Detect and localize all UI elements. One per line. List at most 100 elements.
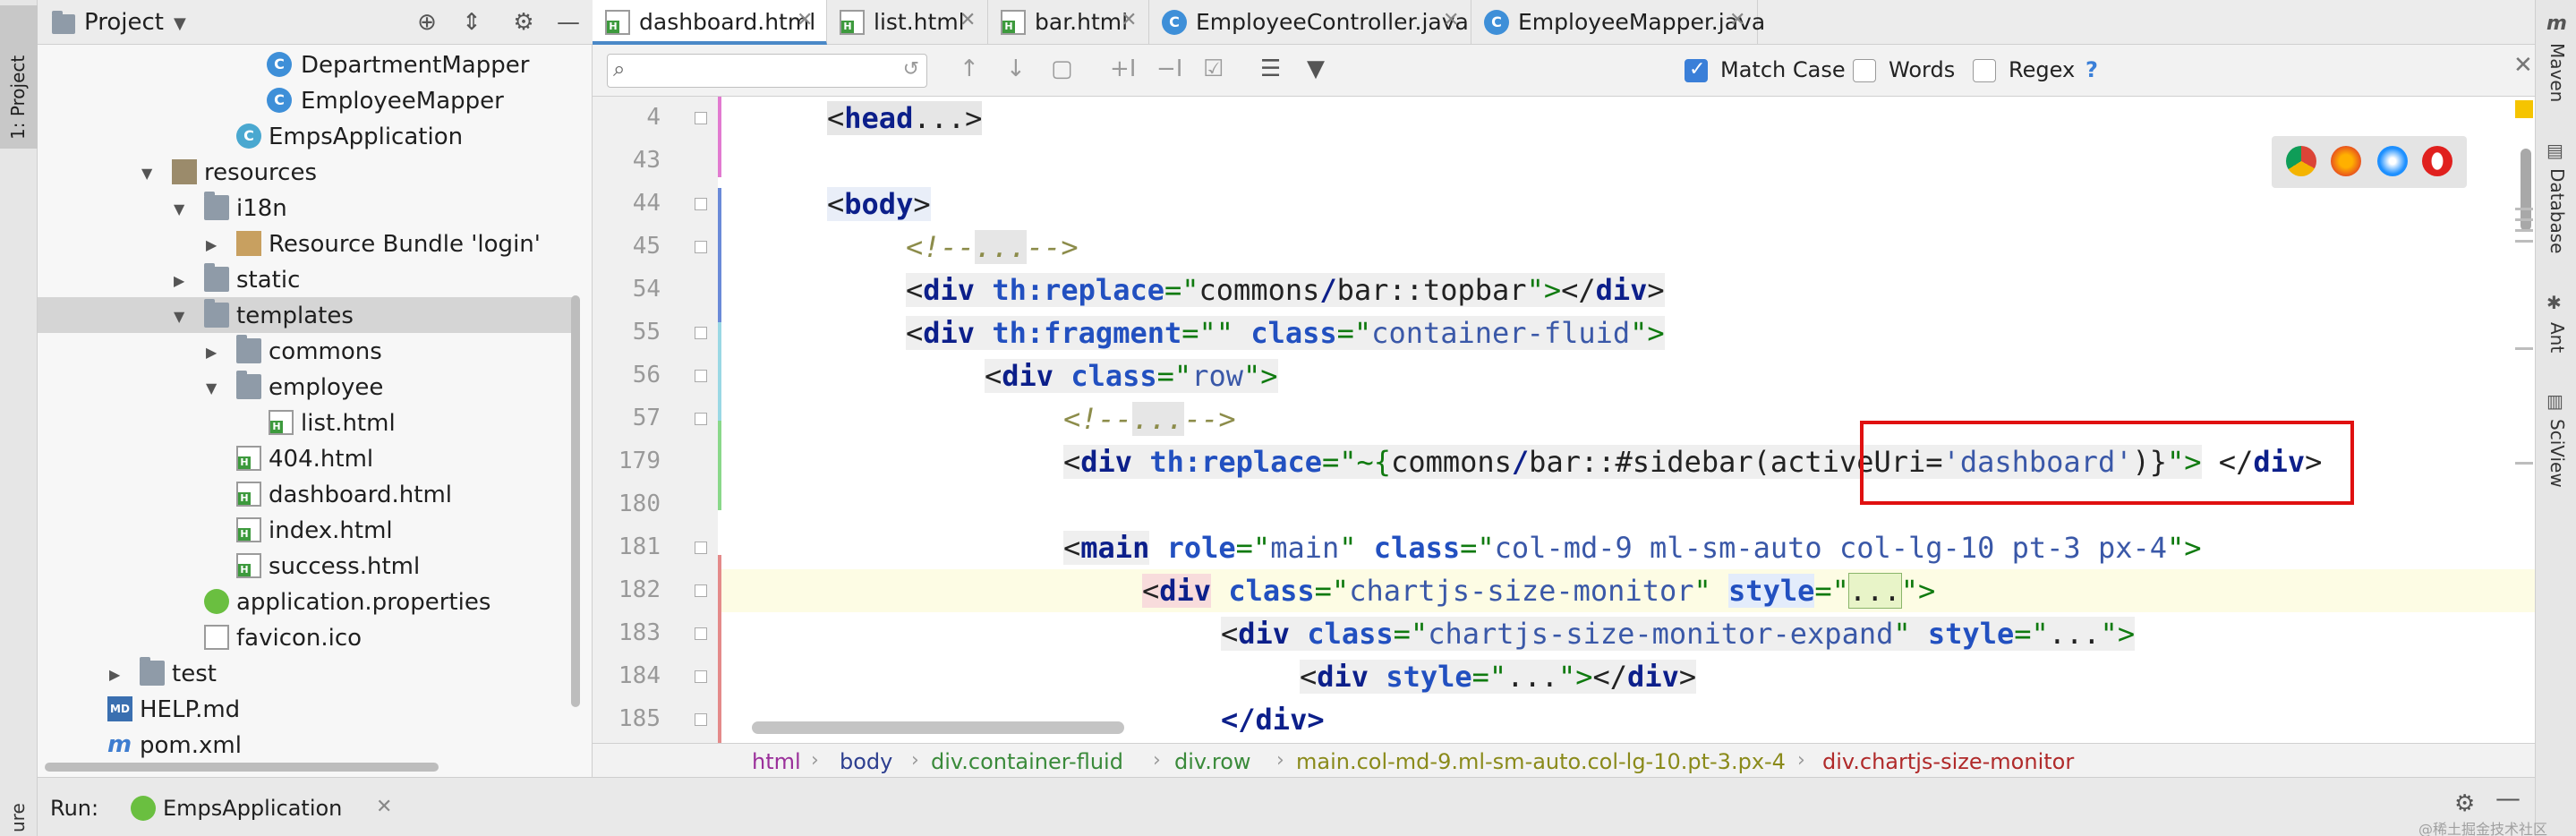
chevron-down-icon[interactable]: ▼ [206, 380, 218, 397]
ant-icon[interactable]: ✱ [2546, 292, 2562, 313]
tree-item[interactable]: ▶ static [38, 261, 575, 297]
close-icon[interactable]: ✕ [1121, 9, 1138, 31]
maven-tab[interactable]: Maven [2546, 43, 2568, 103]
database-tab[interactable]: Database [2546, 168, 2568, 254]
close-icon[interactable]: ✕ [960, 9, 977, 31]
tree-item[interactable]: C EmployeeMapper [38, 82, 575, 118]
breadcrumb-item[interactable]: html [752, 749, 801, 774]
chrome-icon[interactable] [2286, 146, 2316, 176]
code-editor[interactable]: <head...> <body> <!--...--> <div th:repl… [718, 97, 2535, 743]
breadcrumb-item[interactable]: main.col-md-9.ml-sm-auto.col-lg-10.pt-3.… [1296, 749, 1786, 774]
tree-item[interactable]: application.properties [38, 584, 575, 619]
fold-marker-icon[interactable] [695, 241, 707, 253]
match-case-checkbox[interactable] [1685, 58, 1708, 82]
fold-marker-icon[interactable] [695, 198, 707, 210]
error-stripe[interactable] [2515, 240, 2533, 243]
search-input[interactable] [644, 56, 885, 85]
chevron-right-icon[interactable]: ▶ [206, 344, 218, 361]
close-icon[interactable]: ✕ [2513, 52, 2533, 79]
chevron-right-icon[interactable]: ▶ [206, 236, 218, 253]
firefox-icon[interactable] [2331, 146, 2361, 176]
tree-item[interactable]: index.html [38, 512, 575, 548]
editor-horizontal-scrollbar[interactable] [752, 721, 1124, 734]
tree-item[interactable]: C EmpsApplication [38, 118, 575, 154]
tree-item[interactable]: ▼ resources [38, 154, 575, 190]
tree-vertical-scrollbar[interactable] [571, 295, 580, 707]
tree-item[interactable]: MD HELP.md [38, 691, 575, 727]
gear-icon[interactable]: ⚙ [513, 9, 534, 36]
remove-occurrence-icon[interactable]: −I [1156, 55, 1183, 82]
fold-marker-icon[interactable] [695, 627, 707, 640]
tree-item[interactable]: ▼ employee [38, 369, 575, 405]
tree-item[interactable]: C DepartmentMapper [38, 47, 575, 82]
tree-item[interactable]: ▶ commons [38, 333, 575, 369]
maven-icon[interactable]: m [2546, 13, 2567, 35]
error-stripe[interactable] [2515, 462, 2533, 465]
close-icon[interactable]: ✕ [376, 796, 393, 818]
tab-employee-controller[interactable]: C EmployeeController.java ✕ [1149, 0, 1471, 45]
search-box[interactable]: ⌕ ↺ [607, 54, 927, 88]
tree-item[interactable]: ▶ test [38, 655, 575, 691]
sciview-icon[interactable]: ▥ [2546, 390, 2563, 412]
breadcrumb-item[interactable]: div.chartjs-size-monitor [1822, 749, 2075, 774]
fold-marker-icon[interactable] [695, 112, 707, 124]
tab-list-html[interactable]: list.html ✕ [827, 0, 988, 45]
chevron-down-icon[interactable]: ▼ [141, 165, 153, 182]
tree-item[interactable]: favicon.ico [38, 619, 575, 655]
fold-marker-icon[interactable] [695, 370, 707, 382]
arrow-up-icon[interactable]: ↑ [960, 55, 979, 82]
fold-marker-icon[interactable] [695, 413, 707, 425]
editor-vertical-scrollbar[interactable] [2521, 149, 2531, 231]
chevron-right-icon[interactable]: ▶ [174, 272, 185, 289]
tree-item[interactable]: list.html [38, 405, 575, 440]
error-stripe[interactable] [2515, 218, 2533, 221]
regex-help-icon[interactable]: ? [2086, 57, 2098, 82]
warning-marker-icon[interactable] [2515, 100, 2533, 118]
fold-marker-icon[interactable] [695, 584, 707, 597]
breadcrumb-item[interactable]: body [840, 749, 893, 774]
search-icon[interactable]: ⌕ [613, 56, 626, 81]
tab-bar-html[interactable]: bar.html ✕ [988, 0, 1149, 45]
opera-icon[interactable] [2422, 146, 2452, 176]
tree-item[interactable]: ▼ i18n [38, 190, 575, 226]
tab-dashboard-html[interactable]: dashboard.html ✕ [593, 0, 827, 45]
fold-marker-icon[interactable] [695, 327, 707, 339]
filter-icon[interactable]: ▼ [1307, 55, 1325, 82]
select-all-icon[interactable]: ▢ [1051, 55, 1073, 82]
breadcrumb-item[interactable]: div.container-fluid [931, 749, 1123, 774]
select-occurrences-icon[interactable]: ☑ [1203, 55, 1224, 82]
tab-employee-mapper[interactable]: C EmployeeMapper.java ✕ [1471, 0, 1765, 45]
error-stripe[interactable] [2515, 229, 2533, 232]
minimize-icon[interactable]: — [2495, 783, 2521, 813]
settings-list-icon[interactable]: ☰ [1260, 55, 1282, 82]
close-icon[interactable]: ✕ [1443, 9, 1460, 31]
close-icon[interactable]: ✕ [1729, 9, 1746, 31]
tree-item[interactable]: 404.html [38, 440, 575, 476]
project-tool-window-tab[interactable]: 1: Project [0, 5, 38, 149]
database-icon[interactable]: ▤ [2546, 140, 2563, 161]
fold-marker-icon[interactable] [695, 542, 707, 554]
chevron-down-icon[interactable]: ▼ [174, 308, 185, 325]
breadcrumb-item[interactable]: div.row [1174, 749, 1251, 774]
error-stripe[interactable] [2515, 347, 2533, 350]
tree-item[interactable]: dashboard.html [38, 476, 575, 512]
run-tab-emps-application[interactable]: EmpsApplication ✕ [124, 785, 410, 832]
collapse-all-icon[interactable]: ⇕ [462, 9, 482, 36]
fold-marker-icon[interactable] [695, 670, 707, 683]
tree-horizontal-scrollbar[interactable] [45, 763, 439, 772]
words-checkbox[interactable] [1853, 59, 1876, 82]
history-icon[interactable]: ↺ [902, 58, 919, 81]
arrow-down-icon[interactable]: ↓ [1006, 55, 1026, 82]
fold-marker-icon[interactable] [695, 713, 707, 726]
chevron-right-icon[interactable]: ▶ [109, 666, 121, 683]
regex-checkbox[interactable] [1973, 59, 1996, 82]
error-stripe[interactable] [2515, 208, 2533, 210]
gear-icon[interactable]: ⚙ [2454, 790, 2476, 817]
tree-item[interactable]: ▶ Resource Bundle 'login' [38, 226, 575, 261]
chevron-down-icon[interactable]: ▼ [174, 200, 185, 218]
sciview-tab[interactable]: SciView [2546, 419, 2568, 488]
ant-tab[interactable]: Ant [2546, 322, 2568, 354]
chevron-down-icon[interactable]: ▼ [174, 14, 186, 33]
locate-icon[interactable]: ⊕ [417, 9, 437, 36]
safari-icon[interactable] [2377, 146, 2408, 176]
